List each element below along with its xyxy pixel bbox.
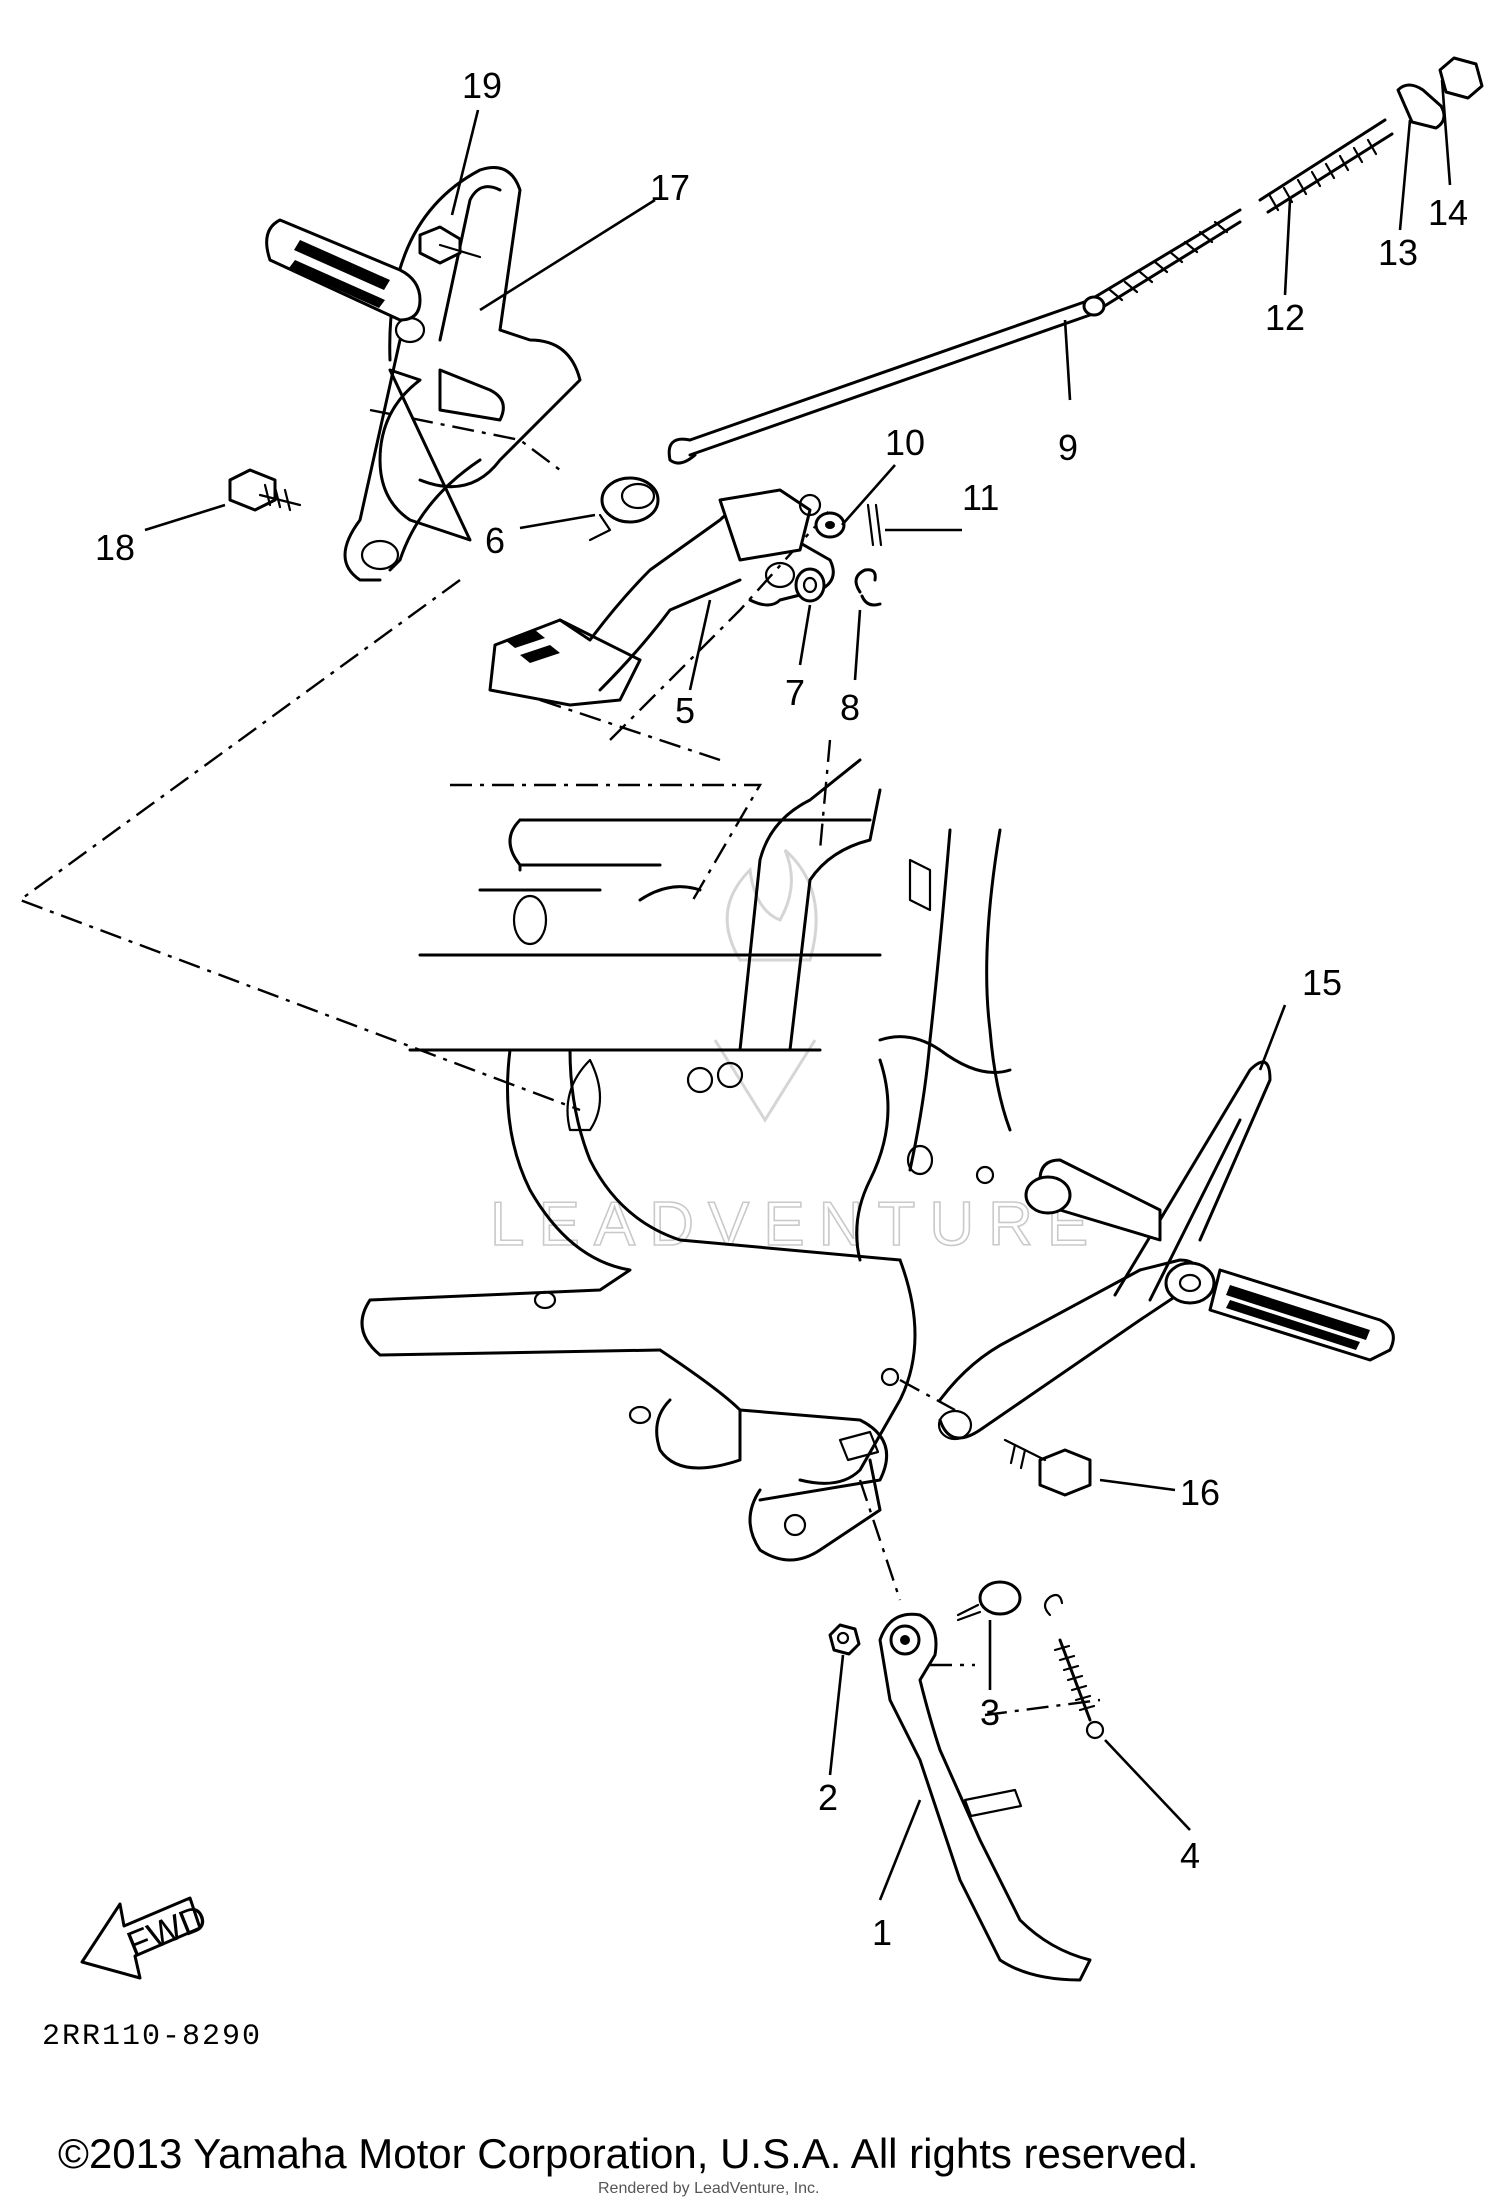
part-17-footpeg [265, 218, 422, 322]
part-13-joint [1396, 83, 1446, 130]
part-14-nut [1438, 56, 1484, 100]
diagram-code: 2RR110-8290 [42, 2020, 263, 2054]
part-19-bolt [418, 225, 482, 265]
part-15-footpeg [1208, 1268, 1395, 1362]
callout-12: 12 [1265, 297, 1305, 338]
assembly-lines [17, 408, 1101, 1717]
callout-18: 18 [95, 527, 135, 568]
callout-16: 16 [1180, 1472, 1220, 1513]
part-7-washer [794, 567, 826, 603]
callout-11: 11 [962, 477, 999, 518]
part-16-bolt [1003, 1438, 1092, 1497]
callout-10: 10 [885, 422, 925, 463]
callout-17: 17 [650, 167, 690, 208]
part-1-sidestand [878, 1612, 1092, 1982]
rendered-by-notice: Rendered by LeadVenture, Inc. [598, 2180, 820, 2197]
callout-9: 9 [1058, 427, 1078, 468]
part-5-brake-pedal [488, 488, 835, 707]
part-18-bolt [228, 468, 302, 512]
callout-15: 15 [1302, 962, 1342, 1003]
callout-3: 3 [980, 1692, 1000, 1733]
callout-7: 7 [785, 672, 805, 713]
watermark-logo: LEADVENTURE [489, 848, 1102, 1260]
frame-outline [360, 758, 1012, 1562]
callout-8: 8 [840, 687, 860, 728]
fwd-arrow-icon: FWD [80, 1896, 212, 1980]
callout-6: 6 [485, 520, 505, 561]
part-9-brake-rod [667, 208, 1242, 465]
callout-numbers: 1 2 3 4 5 6 7 8 9 10 11 12 13 14 15 16 1… [95, 65, 1468, 1953]
part-10-washer [814, 511, 846, 539]
callout-5: 5 [675, 690, 695, 731]
callout-1: 1 [872, 1912, 892, 1953]
callout-2: 2 [818, 1777, 838, 1818]
part-3-bolt [956, 1580, 1022, 1622]
part-17-footrest-bracket [343, 166, 582, 582]
part-12-spring [1258, 118, 1394, 214]
part-4-spring [1043, 1593, 1105, 1740]
copyright-notice: ©2013 Yamaha Motor Corporation, U.S.A. A… [58, 2130, 1199, 2177]
part-11-cotter-pin [866, 503, 883, 547]
callout-14: 14 [1428, 192, 1468, 233]
callout-leaders [144, 79, 1452, 1901]
part-15-footrest-bracket [937, 1060, 1272, 1441]
callout-13: 13 [1378, 232, 1418, 273]
watermark-text: LEADVENTURE [490, 1190, 1102, 1259]
part-6-return-spring [588, 476, 660, 542]
callout-19: 19 [462, 65, 502, 106]
callout-4: 4 [1180, 1835, 1200, 1876]
part-2-nut [828, 1623, 861, 1656]
part-8-circlip [854, 568, 882, 607]
